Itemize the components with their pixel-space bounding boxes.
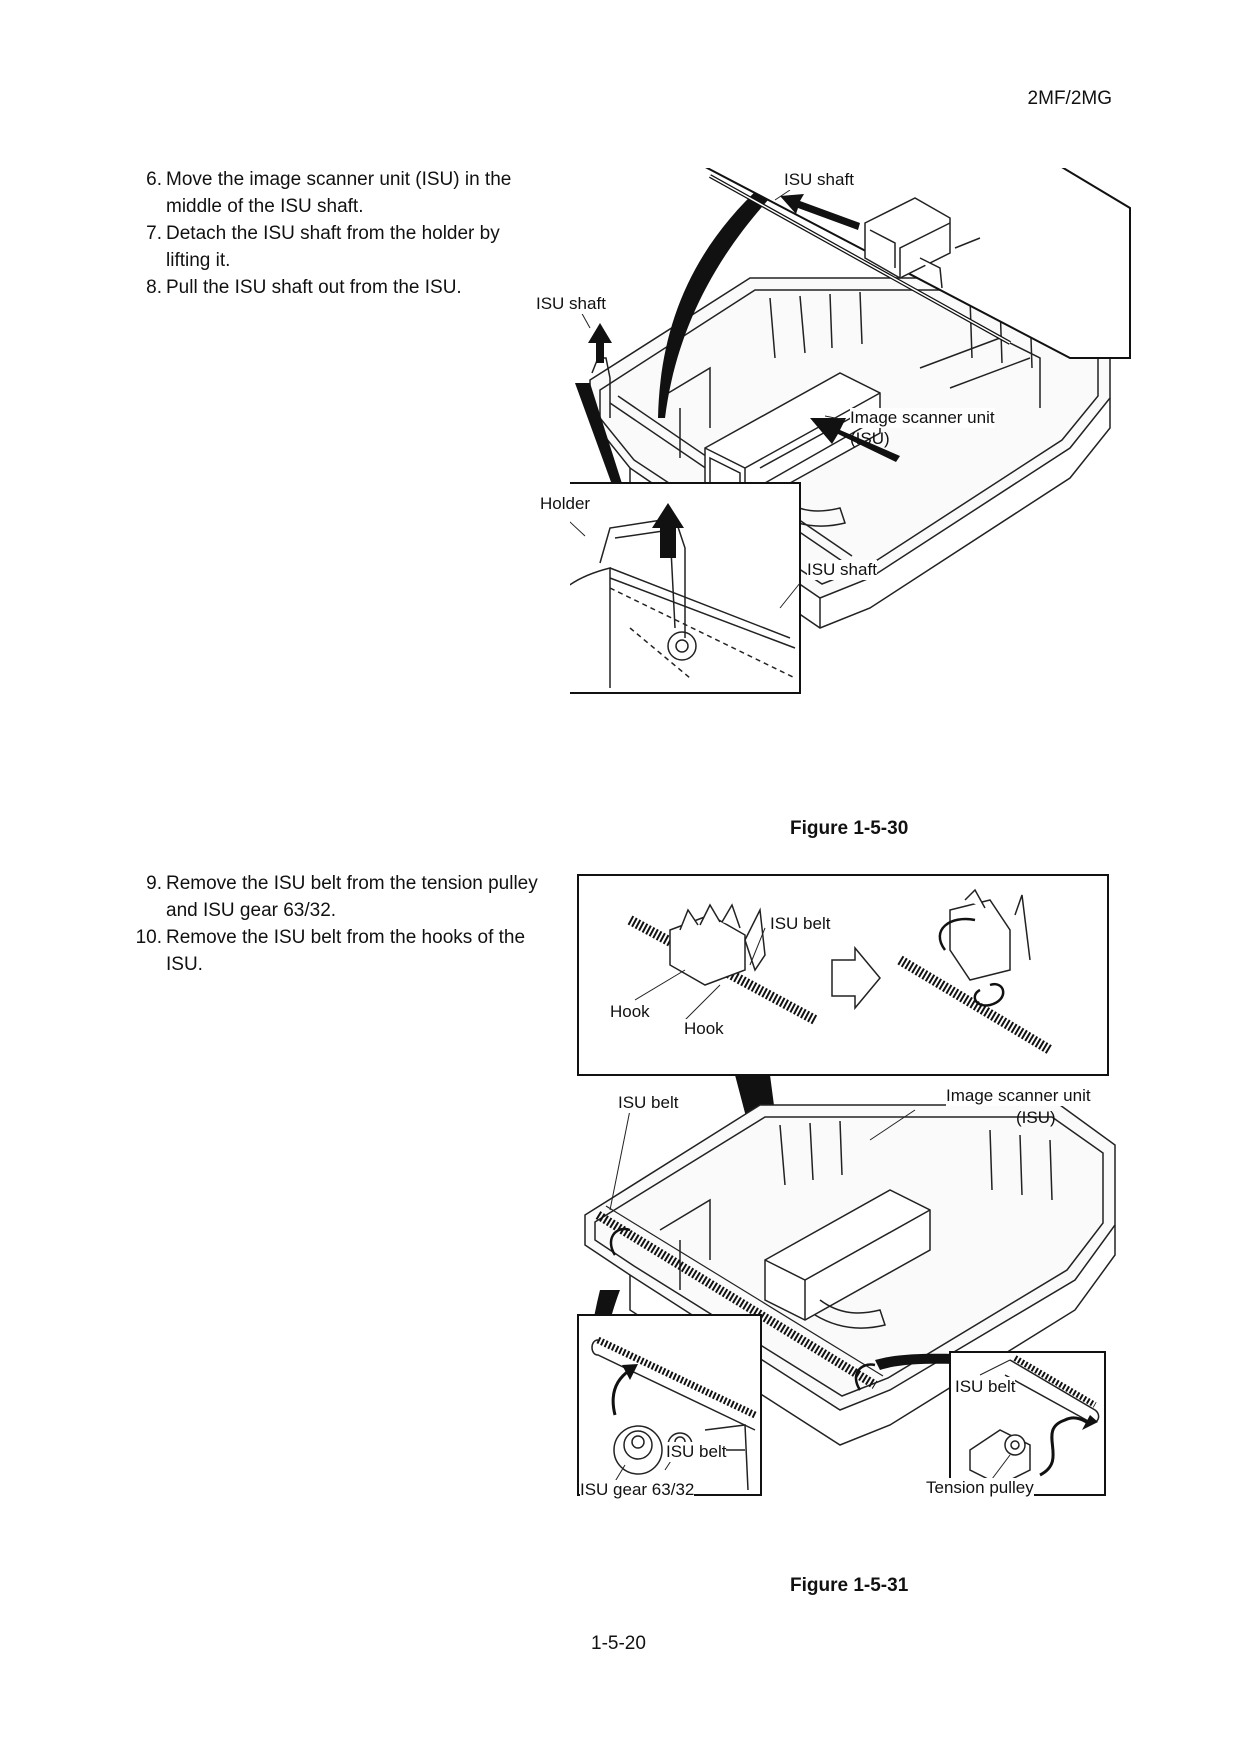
- label-isu-belt-pulley-inset: ISU belt: [955, 1377, 1016, 1397]
- label-isu-belt-top: ISU belt: [770, 914, 831, 934]
- label-isu-line2: (ISU): [1016, 1108, 1056, 1127]
- step-number: 9.: [146, 873, 162, 894]
- figure-1-5-31: ISU belt Hook Hook ISU belt Image scanne…: [570, 870, 1132, 1550]
- label-isu-shaft-top: ISU shaft: [784, 170, 854, 190]
- step-item: 7.Detach the ISU shaft from the holder b…: [130, 220, 540, 274]
- figure-1-5-30: ISU shaft ISU shaft Image scanner unit (…: [536, 168, 1132, 780]
- model-code: 2MF/2MG: [1027, 88, 1112, 109]
- step-text: Remove the ISU belt from the hooks of th…: [166, 927, 526, 975]
- page-number: 1-5-20: [591, 1633, 646, 1654]
- step-number: 6.: [146, 169, 162, 190]
- step-item: 10.Remove the ISU belt from the hooks of…: [130, 924, 540, 978]
- label-tension-pulley: Tension pulley: [926, 1478, 1034, 1498]
- step-text: Pull the ISU shaft out from the ISU.: [166, 277, 462, 298]
- figure-caption-a: Figure 1-5-30: [790, 818, 909, 839]
- step-number: 8.: [146, 277, 162, 298]
- label-isu-line1: Image scanner unit: [946, 1086, 1091, 1106]
- label-hook-1: Hook: [610, 1002, 650, 1022]
- step-item: 6.Move the image scanner unit (ISU) in t…: [130, 166, 540, 220]
- label-isu-line1: Image scanner unit: [850, 408, 995, 428]
- step-number: 7.: [146, 223, 162, 244]
- steps-list-a: 6.Move the image scanner unit (ISU) in t…: [130, 166, 540, 301]
- label-isu-gear: ISU gear 63/32: [580, 1480, 695, 1500]
- label-isu-shaft-inset: ISU shaft: [807, 560, 877, 580]
- step-number: 10.: [135, 927, 162, 948]
- label-hook-2: Hook: [684, 1019, 724, 1039]
- label-isu-belt-gear-inset: ISU belt: [666, 1442, 727, 1462]
- isu-shaft-illustration: [570, 168, 1131, 694]
- label-isu-shaft-left: ISU shaft: [536, 294, 606, 314]
- isu-belt-illustration: [577, 874, 1116, 1499]
- step-text: Detach the ISU shaft from the holder by …: [166, 223, 500, 271]
- label-holder: Holder: [540, 494, 591, 514]
- step-item: 8.Pull the ISU shaft out from the ISU.: [130, 274, 540, 301]
- figure-caption-b: Figure 1-5-31: [790, 1575, 909, 1596]
- step-text: Remove the ISU belt from the tension pul…: [166, 873, 538, 921]
- label-isu-belt-left: ISU belt: [618, 1093, 679, 1113]
- step-text: Move the image scanner unit (ISU) in the…: [166, 169, 512, 217]
- steps-list-b: 9.Remove the ISU belt from the tension p…: [130, 870, 540, 978]
- label-isu-line2: (ISU): [850, 429, 890, 448]
- step-item: 9.Remove the ISU belt from the tension p…: [130, 870, 540, 924]
